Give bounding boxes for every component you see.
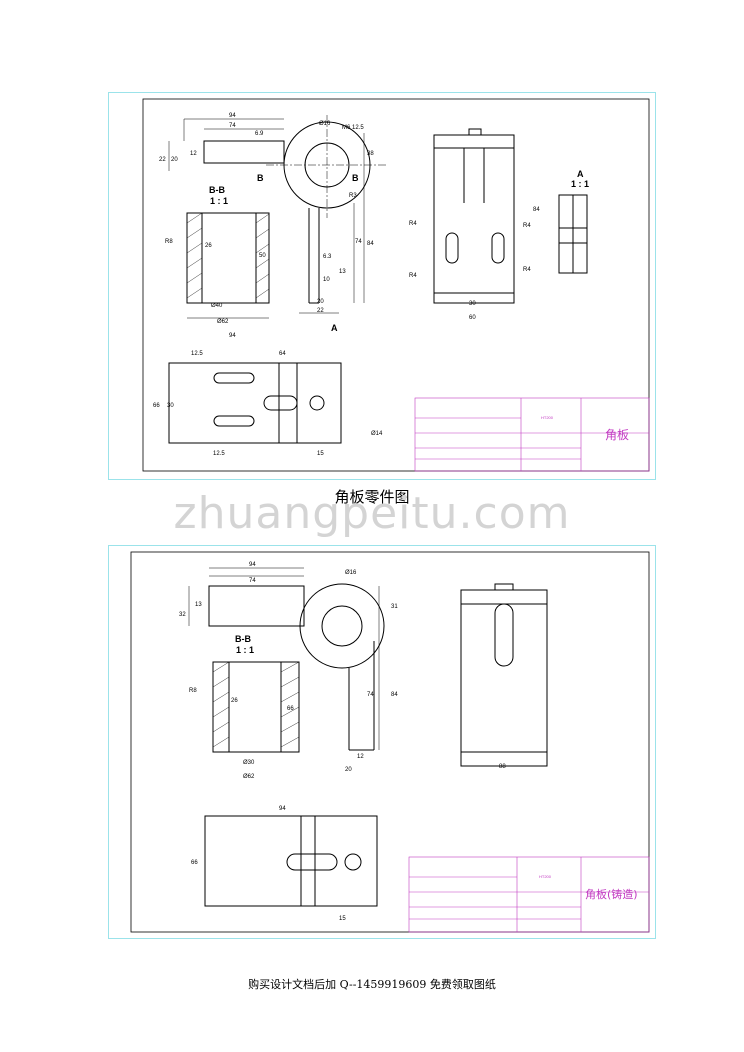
dim-20: 20 [171, 157, 178, 163]
dim-6-3: 6.3 [323, 254, 332, 260]
dim-26: 26 [205, 243, 212, 249]
dim-30: 30 [469, 301, 476, 307]
dim-66b-2: 66 [191, 860, 198, 866]
dim-13: 13 [339, 269, 346, 275]
dim-15: 15 [317, 451, 324, 457]
drawing-2-svg: 94 74 13 32 Ø16 31 74 84 12 20 B-B 1 : 1… [130, 551, 650, 933]
inner-frame-2 [130, 551, 650, 933]
dim-64: 64 [279, 351, 286, 357]
dim-diameter-40: Ø40 [211, 303, 223, 309]
dim-r8: R8 [165, 239, 173, 245]
top-view-2 [204, 815, 378, 907]
dim-74b: 74 [355, 239, 362, 245]
title-block-1 [414, 397, 650, 472]
dim-74b-2: 74 [367, 692, 374, 698]
dim-74: 74 [229, 123, 236, 129]
top-view [168, 362, 342, 444]
front-dims [168, 118, 365, 314]
detail-label: A [577, 169, 584, 179]
dim-32-2: 32 [179, 612, 186, 618]
dim-12-5b: 12.5 [213, 451, 225, 457]
dim-diameter-14: Ø14 [371, 431, 383, 437]
dim-26-2: 26 [231, 698, 238, 704]
cut-label-left: B [257, 173, 264, 183]
dim-m6: M6 12.5 [342, 125, 364, 131]
detail-view [558, 194, 588, 274]
drawing-1-svg: 94 74 12 22 20 Ø16 M6 12.5 6.9 38 84 R3 … [142, 98, 650, 472]
dim-20-2: 20 [345, 767, 352, 773]
dim-20b: 20 [317, 299, 324, 305]
front-view [203, 115, 387, 304]
dim-94b: 94 [229, 333, 236, 339]
drawing-sheet-2: 94 74 13 32 Ø16 31 74 84 12 20 B-B 1 : 1… [108, 545, 656, 939]
section-hatch [186, 212, 270, 299]
dim-13-2: 13 [195, 602, 202, 608]
front-dims-2 [188, 567, 380, 750]
dim-66-2: 66 [287, 706, 294, 712]
footer-note: 购买设计文档后加 Q--1459919609 免费领取图纸 [248, 978, 496, 991]
section-hatch-2 [212, 661, 300, 748]
dim-31-2: 31 [391, 604, 398, 610]
section-scale: 1 : 1 [210, 196, 228, 206]
dim-74-2: 74 [249, 578, 256, 584]
dim-r3: R3 [349, 193, 357, 199]
dim-60: 60 [469, 315, 476, 321]
dim-r4-a: R4 [409, 221, 417, 227]
dim-diameter-16-2: Ø16 [345, 570, 357, 576]
dim-12-5: 12.5 [191, 351, 203, 357]
cut-label-right: B [352, 173, 359, 183]
drawing-1-caption: 角板零件图 [334, 488, 410, 506]
dim-r4-b: R4 [523, 223, 531, 229]
front-view-2 [208, 583, 385, 751]
dim-r4-d: R4 [523, 267, 531, 273]
section-label: B-B [209, 185, 225, 195]
dim-94b-2: 94 [279, 806, 286, 812]
dim-66: 66 [153, 403, 160, 409]
dim-12: 12 [190, 151, 197, 157]
dim-88-2: 88 [499, 764, 506, 770]
drawing-sheet-1: 94 74 12 22 20 Ø16 M6 12.5 6.9 38 84 R3 … [108, 92, 656, 480]
dim-diameter-30-2: Ø30 [243, 760, 255, 766]
title-block-2-tag: HT200 [539, 874, 552, 879]
dim-22: 22 [159, 157, 166, 163]
section-label-2: B-B [235, 634, 251, 644]
dim-r4-c: R4 [409, 273, 417, 279]
title-block-1-part-name: 角板 [605, 428, 629, 442]
dim-94: 94 [229, 113, 236, 119]
dim-diameter-62: Ø62 [217, 319, 229, 325]
side-view-2 [460, 583, 548, 767]
dim-r8-2: R8 [189, 688, 197, 694]
dim-50: 50 [259, 253, 266, 259]
dim-30b: 30 [167, 403, 174, 409]
title-block-2 [408, 856, 650, 933]
view-arrow-label: A [331, 323, 338, 333]
dim-22b: 22 [317, 308, 324, 314]
dim-84b: 84 [533, 207, 540, 213]
dim-38: 38 [367, 151, 374, 157]
title-block-2-part-name: 角板(铸造) [585, 887, 638, 901]
dim-84: 84 [367, 241, 374, 247]
dim-6-9: 6.9 [255, 131, 264, 137]
watermark: zhuangpeitu.com [173, 488, 571, 539]
dim-94-2: 94 [249, 562, 256, 568]
dim-diameter-16: Ø16 [319, 121, 331, 127]
dim-15-2: 15 [339, 916, 346, 922]
inner-frame [142, 98, 650, 472]
dim-10: 10 [323, 277, 330, 283]
title-block-1-tag: HT200 [541, 415, 554, 420]
dim-diameter-62-2: Ø62 [243, 774, 255, 780]
dim-84-2: 84 [391, 692, 398, 698]
section-view [186, 212, 270, 319]
section-scale-2: 1 : 1 [236, 645, 254, 655]
side-view [433, 128, 515, 304]
dim-12-2: 12 [357, 754, 364, 760]
detail-scale: 1 : 1 [571, 179, 589, 189]
